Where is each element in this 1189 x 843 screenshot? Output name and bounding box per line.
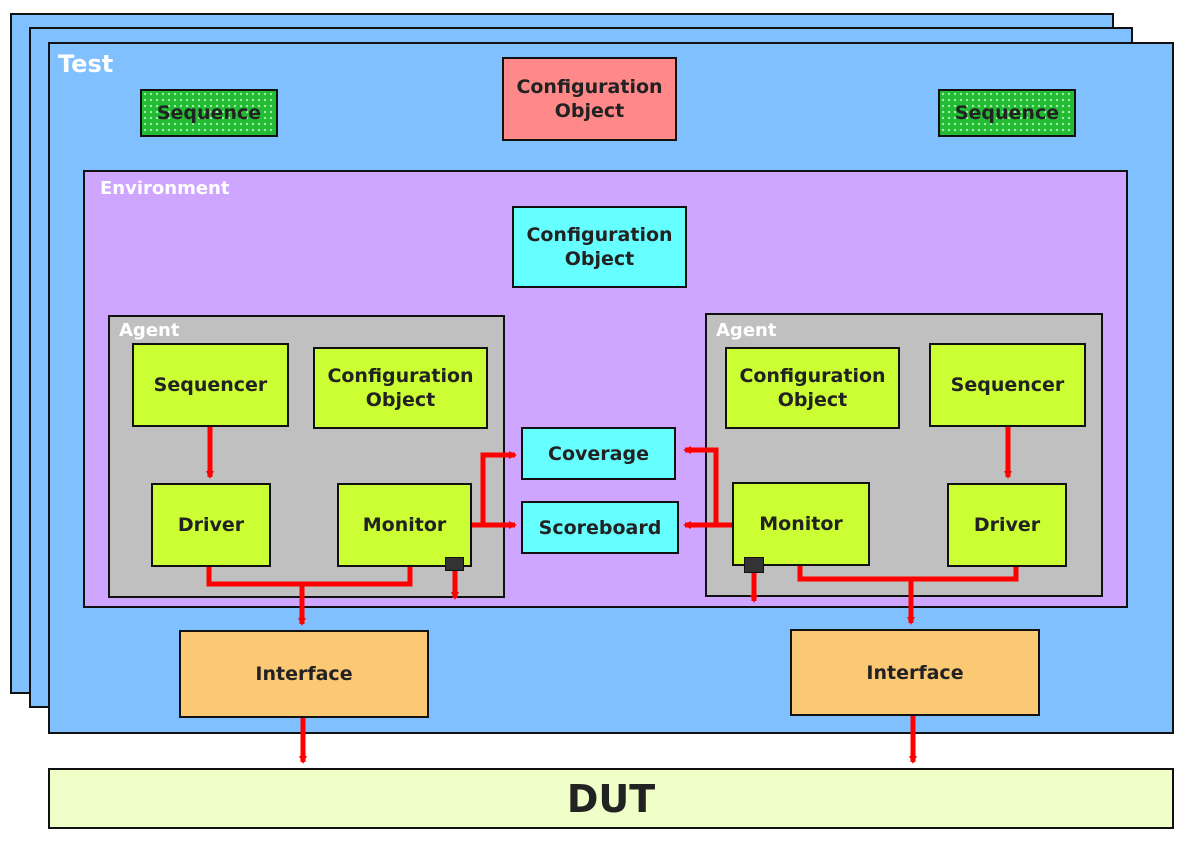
agent-left-configuration-object: Configuration Object — [313, 347, 488, 429]
sequence-left: Sequence — [140, 89, 278, 137]
wire-right-to-coverage — [683, 446, 719, 525]
agent-right-configuration-object: Configuration Object — [725, 347, 900, 429]
test-label: Test — [58, 50, 114, 78]
interface-right: Interface — [790, 629, 1040, 716]
wire-left-to-coverage — [480, 451, 517, 525]
agent-right-label: Agent — [716, 320, 777, 341]
agent-right-monitor: Monitor — [732, 482, 870, 566]
dut-box: DUT — [48, 768, 1174, 829]
coverage-box: Coverage — [521, 427, 676, 480]
wire-right-monitor-driver-bus — [797, 566, 1019, 582]
agent-right-driver: Driver — [947, 483, 1067, 567]
test-configuration-object: Configuration Object — [502, 57, 677, 141]
agent-left-monitor-port — [445, 557, 464, 571]
agent-right-monitor-port — [744, 557, 764, 573]
agent-left-sequencer: Sequencer — [132, 343, 289, 427]
environment-label: Environment — [100, 178, 230, 199]
wire-left-driver-monitor-bus — [206, 567, 413, 587]
interface-left: Interface — [179, 630, 429, 718]
agent-right-sequencer: Sequencer — [929, 343, 1086, 427]
agent-left-monitor: Monitor — [337, 483, 472, 567]
sequence-right: Sequence — [938, 89, 1076, 137]
environment-configuration-object: Configuration Object — [512, 206, 687, 288]
agent-left-driver: Driver — [151, 483, 271, 567]
agent-left-label: Agent — [119, 320, 180, 341]
scoreboard-box: Scoreboard — [521, 501, 679, 554]
